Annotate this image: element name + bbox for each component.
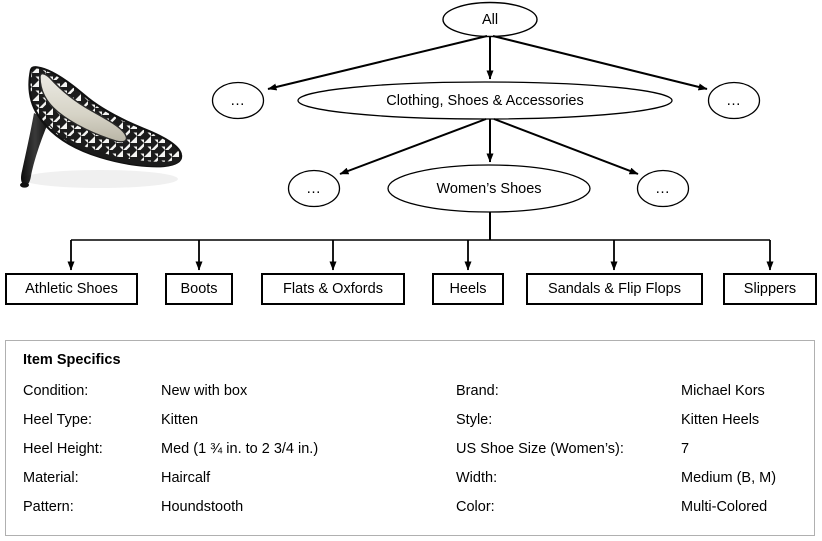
edge-clothing-to-left-ellipsis <box>339 118 487 175</box>
shoe-sole-edge <box>44 119 181 167</box>
item-specifics-title: Item Specifics <box>23 352 121 368</box>
spec-label-style: Style: <box>456 412 493 428</box>
node-boots-shape[interactable] <box>165 273 233 305</box>
spec-label-width: Width: <box>456 470 498 486</box>
spec-value-condition: New with box <box>161 383 248 399</box>
node-all-shape[interactable] <box>442 1 538 38</box>
node-flats-oxfords-shape[interactable] <box>261 273 405 305</box>
node-l1-left-ellipsis-shape[interactable] <box>211 81 265 120</box>
spec-value-heel-type: Kitten <box>161 412 199 428</box>
spec-value-style: Kitten Heels <box>681 412 760 428</box>
node-l2-right-ellipsis-shape[interactable] <box>636 169 690 208</box>
spec-value-us-shoe-size: 7 <box>681 441 690 457</box>
spec-value-width: Medium (B, M) <box>681 470 777 486</box>
spec-value-color: Multi-Colored <box>681 499 768 515</box>
item-specifics-panel: Item Specifics Condition: New with box B… <box>5 340 815 536</box>
spec-value-material: Haircalf <box>161 470 211 486</box>
spec-value-brand: Michael Kors <box>681 383 765 399</box>
spec-row: Pattern: Houndstooth Color: Multi-Colore… <box>6 499 814 528</box>
node-womens-shoes-shape[interactable] <box>387 164 591 213</box>
spec-row: Material: Haircalf Width: Medium (B, M) <box>6 470 814 499</box>
spec-row: Heel Type: Kitten Style: Kitten Heels <box>6 412 814 441</box>
node-clothing-shoes-accessories-shape[interactable] <box>297 81 673 120</box>
shoe-heel-tip <box>20 182 29 188</box>
item-specifics-grid: Condition: New with box Brand: Michael K… <box>6 383 814 528</box>
node-l1-right-ellipsis-shape[interactable] <box>707 81 761 120</box>
node-l2-left-ellipsis-shape[interactable] <box>287 169 341 208</box>
node-heels-shape[interactable] <box>432 273 504 305</box>
taxonomy-edges-svg <box>5 1 817 305</box>
spec-label-heel-type: Heel Type: <box>23 412 93 428</box>
edge-all-to-left-ellipsis <box>267 35 488 91</box>
spec-row: Heel Height: Med (1 ¾ in. to 2 3/4 in.) … <box>6 441 814 470</box>
node-slippers-shape[interactable] <box>723 273 817 305</box>
spec-label-us-shoe-size: US Shoe Size (Women’s): <box>456 441 624 457</box>
node-sandals-flip-flops-shape[interactable] <box>526 273 703 305</box>
spec-label-condition: Condition: <box>23 383 89 399</box>
spec-label-pattern: Pattern: <box>23 499 74 515</box>
spec-label-brand: Brand: <box>456 383 499 399</box>
shoe-inner-lining <box>39 73 128 143</box>
edge-all-to-right-ellipsis <box>492 35 708 91</box>
spec-value-heel-height: Med (1 ¾ in. to 2 3/4 in.) <box>161 441 319 457</box>
edge-clothing-to-right-ellipsis <box>493 118 639 175</box>
spec-label-heel-height: Heel Height: <box>23 441 103 457</box>
spec-label-color: Color: <box>456 499 495 515</box>
product-shoe-image <box>20 66 183 188</box>
shoe-reflection <box>22 170 178 188</box>
spec-value-pattern: Houndstooth <box>161 499 244 515</box>
spec-row: Condition: New with box Brand: Michael K… <box>6 383 814 412</box>
node-athletic-shoes-shape[interactable] <box>5 273 138 305</box>
shoe-heel <box>21 113 49 186</box>
spec-label-material: Material: <box>23 470 79 486</box>
